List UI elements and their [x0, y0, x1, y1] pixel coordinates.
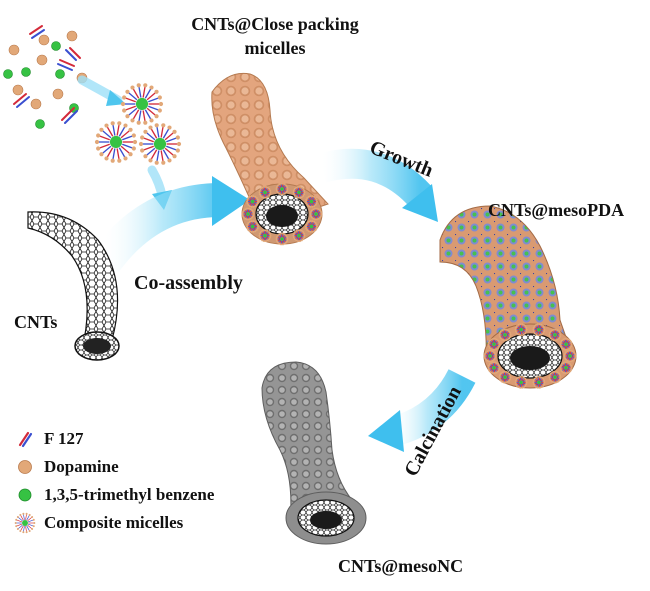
- composite-micelle: [94, 121, 138, 163]
- legend-label: 1,3,5-trimethyl benzene: [44, 485, 215, 504]
- shell-micelle: [514, 323, 528, 337]
- f127-molecules: [13, 25, 81, 124]
- shell-micelle: [548, 328, 562, 342]
- shell-micelle: [559, 361, 573, 375]
- shell-micelle: [487, 361, 501, 375]
- composite-micelle: [138, 123, 182, 165]
- shell-micelle: [241, 207, 255, 221]
- label-close-packing-micelles: CNTs@Close packing micelles: [191, 14, 359, 58]
- shell-micelle: [292, 185, 306, 199]
- shell-micelle: [498, 328, 512, 342]
- legend-item-tmb: 1,3,5-trimethyl benzene: [14, 484, 214, 506]
- arrow-to-micelles: [77, 75, 126, 106]
- co-assembly-arrow: [91, 176, 250, 273]
- dopamine-molecules: [8, 30, 88, 110]
- shell-micelle: [258, 229, 272, 243]
- shell-micelle: [483, 349, 497, 363]
- f127-icon: [14, 428, 36, 450]
- legend-label: Composite micelles: [44, 513, 184, 532]
- legend-item-f127: F 127: [14, 428, 84, 450]
- tmb-icon: [14, 484, 36, 506]
- micelle-ring: [241, 182, 323, 246]
- legend-label: F 127: [44, 429, 84, 448]
- shell-micelle: [487, 337, 501, 351]
- growth-arrow: [318, 148, 438, 222]
- shell-micelle: [559, 337, 573, 351]
- composite-micelles-group: [94, 83, 182, 165]
- free-molecules-cluster: [3, 25, 88, 129]
- label-cnts: CNTs: [14, 312, 58, 332]
- cnt-bare-tube: [27, 211, 120, 361]
- shell-micelle: [309, 207, 323, 221]
- legend-item-composite-micelles: Composite micelles: [14, 512, 183, 534]
- composite-micelle: [120, 83, 164, 125]
- shell-micelle: [275, 182, 289, 196]
- shell-micelle: [304, 195, 318, 208]
- shell-micelle: [563, 349, 577, 363]
- shell-micelle: [292, 229, 306, 243]
- calcination-arrow: [368, 368, 476, 452]
- legend-item-dopamine: Dopamine: [14, 456, 119, 478]
- cnt-mesopda-tube: [439, 205, 577, 389]
- cnt-close-packing-micelles: [211, 72, 329, 246]
- tmb-molecules: [3, 41, 79, 129]
- label-cnts-mesonc: CNTs@mesoNC: [338, 556, 464, 576]
- shell-micelle: [548, 370, 562, 384]
- shell-micelle: [532, 375, 546, 389]
- micelle-ring: [483, 323, 577, 389]
- cnt-mesonc-tube: [261, 361, 367, 545]
- legend-label: Dopamine: [44, 457, 119, 476]
- shell-micelle: [258, 185, 272, 199]
- composite-micelle-legend: [14, 512, 36, 534]
- composite-micelle-icon: [14, 512, 36, 534]
- dopamine-icon: [14, 456, 36, 478]
- shell-micelle: [498, 370, 512, 384]
- shell-micelle: [246, 195, 260, 208]
- label-co-assembly: Co-assembly: [134, 272, 243, 294]
- shell-micelle: [532, 323, 546, 337]
- shell-micelle: [246, 220, 260, 233]
- label-cnts-mesopda: CNTs@mesoPDA: [488, 200, 625, 220]
- shell-micelle: [275, 232, 289, 246]
- shell-micelle: [514, 375, 528, 389]
- shell-micelle: [304, 220, 318, 233]
